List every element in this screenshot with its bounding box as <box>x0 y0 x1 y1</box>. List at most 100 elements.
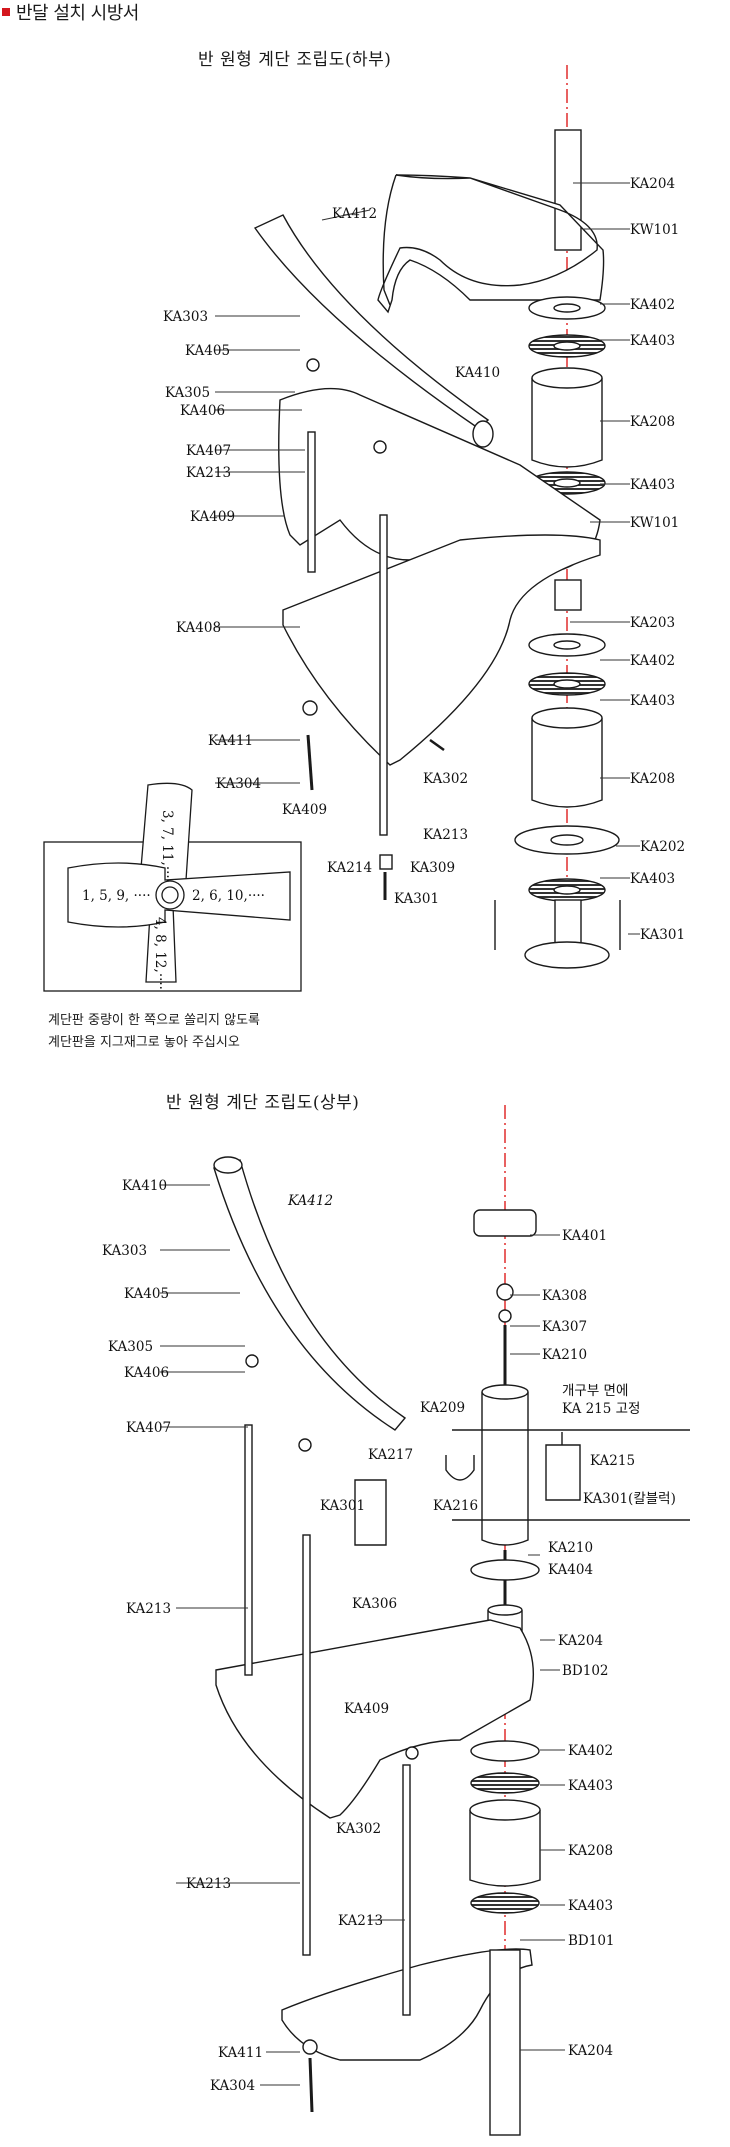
label-ka305: KA305 <box>108 1339 153 1355</box>
label-ka204-b: KA204 <box>568 2043 613 2059</box>
label-ka208-a: KA208 <box>630 414 675 430</box>
bracket-ka217 <box>354 1479 387 1546</box>
washer-ka404 <box>470 1559 540 1581</box>
u-bolt-ka216 <box>445 1455 475 1481</box>
label-ka409-a: KA409 <box>190 509 235 525</box>
label-ka210-a: KA210 <box>542 1347 587 1363</box>
handrail-ka412 <box>253 214 490 429</box>
washer-ka403-b <box>470 1892 540 1914</box>
label-ka408: KA408 <box>176 620 221 636</box>
zigzag-note-line1: 계단판 중량이 한 쪽으로 쏠리지 않도록 <box>48 1013 261 1028</box>
label-ka402-b: KA402 <box>630 653 675 669</box>
sleeve-ka209 <box>481 1392 529 1546</box>
label-kw101-b: KW101 <box>630 515 679 531</box>
label-ka301-a: KA301 <box>394 891 439 907</box>
post-ka213-a <box>307 431 316 573</box>
label-ka407: KA407 <box>186 443 231 459</box>
label-ka406: KA406 <box>124 1365 169 1381</box>
leader-lines <box>160 182 640 2086</box>
post-ka213-a <box>244 1424 253 1676</box>
label-note-line2: KA 215 고정 <box>562 1401 640 1417</box>
label-ka401: KA401 <box>562 1228 607 1244</box>
label-ka403-d: KA403 <box>630 871 675 887</box>
label-ka213-a: KA213 <box>186 465 231 481</box>
zigzag-top-sequence: 3, 7, 11,···· <box>159 810 175 883</box>
label-ka407: KA407 <box>126 1420 171 1436</box>
label-ka213-b: KA213 <box>186 1876 231 1892</box>
label-ka204-a: KA204 <box>558 1633 603 1649</box>
label-ka405: KA405 <box>185 343 230 359</box>
zigzag-note-line2: 계단판을 지그재그로 놓아 주십시오 <box>48 1035 240 1050</box>
label-note-line1: 개구부 면에 <box>562 1383 628 1399</box>
label-ka304: KA304 <box>216 776 261 792</box>
label-ka409-b: KA409 <box>282 802 327 818</box>
label-ka412: KA412 <box>332 206 377 222</box>
upper-assembly-title: 반 원형 계단 조립도(상부) <box>166 1093 360 1113</box>
washer-ka402 <box>470 1740 540 1762</box>
washer-ka307 <box>498 1309 512 1323</box>
cap-ka214 <box>379 854 393 870</box>
pole-ka204-b <box>489 1949 521 2136</box>
zigzag-note: 계단판 중량이 한 쪽으로 쏠리지 않도록 계단판을 지그재그로 놓아 주십시오 <box>48 1010 260 1054</box>
label-ka203: KA203 <box>630 615 675 631</box>
label-ka403-c: KA403 <box>630 693 675 709</box>
label-ka411: KA411 <box>218 2045 263 2061</box>
zigzag-placement-diagram <box>43 782 302 992</box>
label-ka302: KA302 <box>336 1821 381 1837</box>
label-ka404: KA404 <box>548 1562 593 1578</box>
label-ka309: KA309 <box>410 860 455 876</box>
page-title: 반달 설치 시방서 <box>16 3 139 24</box>
label-ka410: KA410 <box>455 365 500 381</box>
washer-ka411 <box>302 700 318 716</box>
label-ka403-a: KA403 <box>630 333 675 349</box>
zigzag-right-sequence: 2, 6, 10,···· <box>192 888 265 904</box>
label-ka208: KA208 <box>568 1843 613 1859</box>
pole-ka204 <box>554 129 582 251</box>
label-ka412: KA412 <box>287 1193 333 1209</box>
label-ka215: KA215 <box>590 1453 635 1469</box>
label-ka208-b: KA208 <box>630 771 675 787</box>
zigzag-bottom-sequence: 4, 8, 12,···· <box>152 917 168 990</box>
cap-ka401 <box>473 1209 537 1237</box>
label-ka303: KA303 <box>163 309 208 325</box>
zigzag-labels: 1, 5, 9, ···· 2, 6, 10,···· 3, 7, 11,···… <box>82 810 265 990</box>
post-ka213-c <box>402 1764 411 2016</box>
post-ka213-b <box>302 1534 311 1956</box>
label-ka209: KA209 <box>420 1400 465 1416</box>
bracket-ka215 <box>545 1444 581 1501</box>
label-ka402-a: KA402 <box>630 297 675 313</box>
spacer-ka208-b <box>531 718 603 808</box>
label-ka301-b: KA301 <box>640 927 685 943</box>
label-ka210-b: KA210 <box>548 1540 593 1556</box>
label-ka406: KA406 <box>180 403 225 419</box>
label-ka301: KA301 <box>320 1498 365 1514</box>
label-ka202: KA202 <box>640 839 685 855</box>
label-ka302: KA302 <box>423 771 468 787</box>
label-ka403-b: KA403 <box>630 477 675 493</box>
label-ka306: KA306 <box>352 1596 397 1612</box>
lower-assembly-drawing <box>253 65 621 970</box>
washer-ka411 <box>302 2039 318 2055</box>
label-ka304: KA304 <box>210 2078 255 2094</box>
label-ka213-a: KA213 <box>126 1601 171 1617</box>
spacer-ka208 <box>469 1810 541 1887</box>
label-ka405: KA405 <box>124 1286 169 1302</box>
label-ka402: KA402 <box>568 1743 613 1759</box>
zigzag-left-sequence: 1, 5, 9, ···· <box>82 888 151 904</box>
label-ka204: KA204 <box>630 176 675 192</box>
labels-lower: KA204 KW101 KA412 KA402 KA403 KA303 KA40… <box>163 176 685 943</box>
label-ka301-anchor: KA301(칼블럭) <box>583 1491 676 1507</box>
label-ka409: KA409 <box>344 1701 389 1717</box>
upper-assembly-drawing <box>213 1105 690 2136</box>
handrail-ka412 <box>213 1159 407 1431</box>
label-ka410: KA410 <box>122 1178 167 1194</box>
label-ka307: KA307 <box>542 1319 587 1335</box>
label-bd102: BD102 <box>562 1663 609 1679</box>
label-ka308: KA308 <box>542 1288 587 1304</box>
label-ka217: KA217 <box>368 1447 413 1463</box>
nut-ka308 <box>496 1283 514 1301</box>
tread-bd102 <box>215 1619 535 1819</box>
label-ka213-c: KA213 <box>338 1913 383 1929</box>
label-ka214: KA214 <box>327 860 372 876</box>
